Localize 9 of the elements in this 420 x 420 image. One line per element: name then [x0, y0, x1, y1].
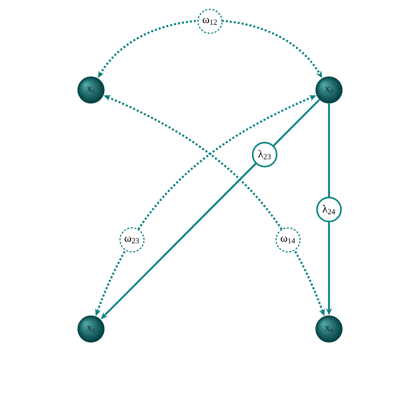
edge-label: ω$_{14}$: [275, 227, 301, 252]
edge-label: ω$_{23}$: [119, 227, 145, 252]
edge-label: λ$_{24}$: [316, 196, 342, 222]
edge-label: ω$_{12}$: [197, 8, 223, 34]
sphere: [316, 76, 342, 104]
sphere: [316, 316, 342, 342]
sphere: [78, 76, 104, 104]
sphere: [78, 316, 104, 342]
edge-label: λ$_{23}$: [252, 142, 278, 168]
